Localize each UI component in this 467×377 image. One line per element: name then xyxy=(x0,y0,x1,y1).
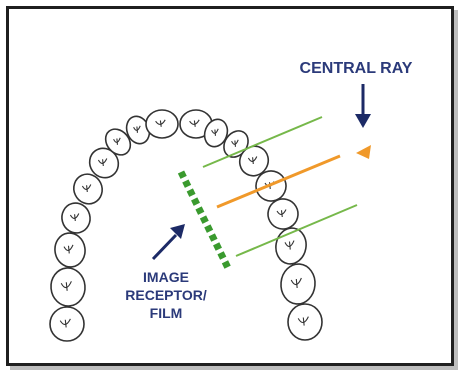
tooth-groove xyxy=(69,213,80,222)
tooth-groove xyxy=(284,240,295,250)
tooth-groove xyxy=(97,158,108,167)
tooth-groove xyxy=(59,318,71,328)
central-ray-pointer-head xyxy=(355,114,371,128)
tooth-groove xyxy=(189,119,200,127)
central-ray-arrowhead xyxy=(356,145,371,159)
tooth-groove xyxy=(211,128,219,136)
receptor-label-line3: FILM xyxy=(150,305,183,321)
tooth-groove xyxy=(297,316,309,326)
lower-ray-line xyxy=(235,204,358,257)
tooth-groove xyxy=(133,125,141,133)
tooth-groove xyxy=(60,281,72,291)
receptor-label-line2: RECEPTOR/ xyxy=(125,287,207,303)
tooth-groove xyxy=(63,244,74,254)
tooth-groove xyxy=(81,184,92,193)
receptor-label-line1: IMAGE xyxy=(143,269,189,285)
dental-arch xyxy=(49,109,323,342)
tooth-groove xyxy=(155,119,166,127)
tooth-groove xyxy=(276,209,287,218)
central-ray-line xyxy=(216,154,341,209)
image-receptor-film xyxy=(177,170,232,270)
tooth-groove xyxy=(290,277,302,289)
tooth-groove xyxy=(231,139,239,147)
central-ray-label: CENTRAL RAY xyxy=(300,60,413,77)
tooth-groove xyxy=(247,156,258,165)
receptor-pointer xyxy=(151,233,178,261)
upper-ray-line xyxy=(202,116,323,168)
receptor-pointer-head xyxy=(170,224,185,239)
tooth-groove xyxy=(113,137,121,145)
